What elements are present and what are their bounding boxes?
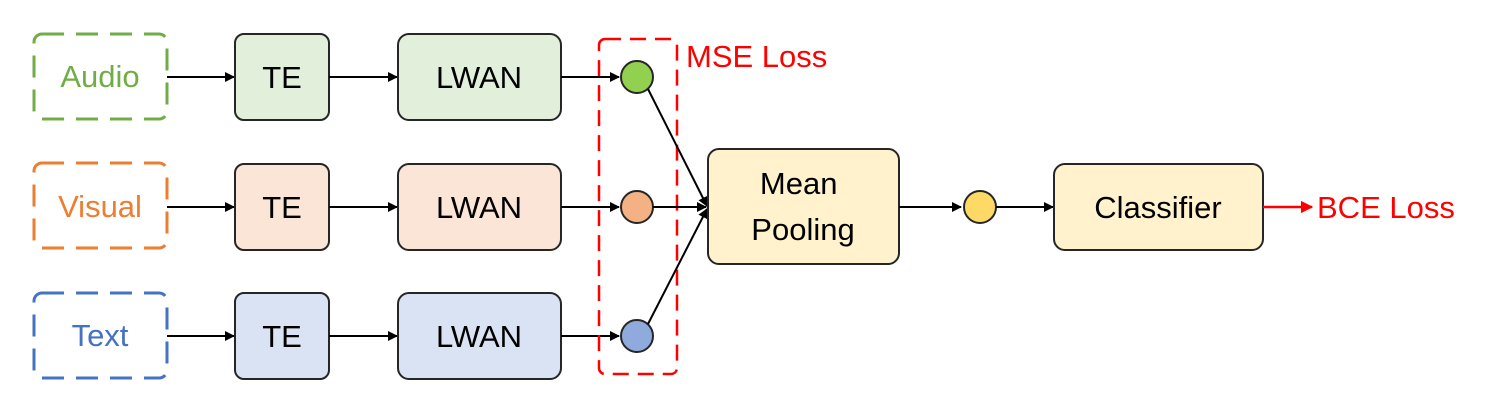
visual-row: Visual TE LWAN (32, 161, 654, 251)
fused-embedding-node (963, 190, 997, 224)
text-te-label: TE (262, 319, 302, 354)
mean-pooling-label: Mean Pooling (751, 166, 854, 247)
visual-input-label: Visual (58, 189, 142, 224)
text-input-box (32, 291, 169, 380)
text-row: Text TE LWAN (32, 291, 654, 380)
audio-row: Audio TE LWAN (32, 32, 654, 121)
text-lwan-label: LWAN (436, 319, 522, 354)
visual-lwan-label: LWAN (436, 190, 522, 225)
audio-input-box (32, 32, 169, 121)
audio-embedding-node (620, 60, 654, 94)
mse-loss-label: MSE Loss (686, 39, 827, 74)
visual-te-label: TE (262, 190, 302, 225)
mean-pooling-label-line1: Mean (760, 166, 838, 201)
audio-te-label: TE (262, 60, 302, 95)
audio-node-to-pooling-edge (647, 88, 708, 207)
mean-pooling-label-line2: Pooling (751, 212, 854, 247)
visual-input-box (32, 161, 169, 250)
text-node-to-pooling-edge (647, 208, 708, 325)
text-embedding-node (620, 319, 654, 353)
audio-input-label: Audio (60, 59, 139, 94)
visual-embedding-node (620, 190, 654, 224)
audio-lwan-label: LWAN (436, 60, 522, 95)
classifier-label: Classifier (1094, 190, 1221, 225)
bce-loss-label: BCE Loss (1317, 190, 1455, 225)
text-input-label: Text (72, 318, 129, 353)
